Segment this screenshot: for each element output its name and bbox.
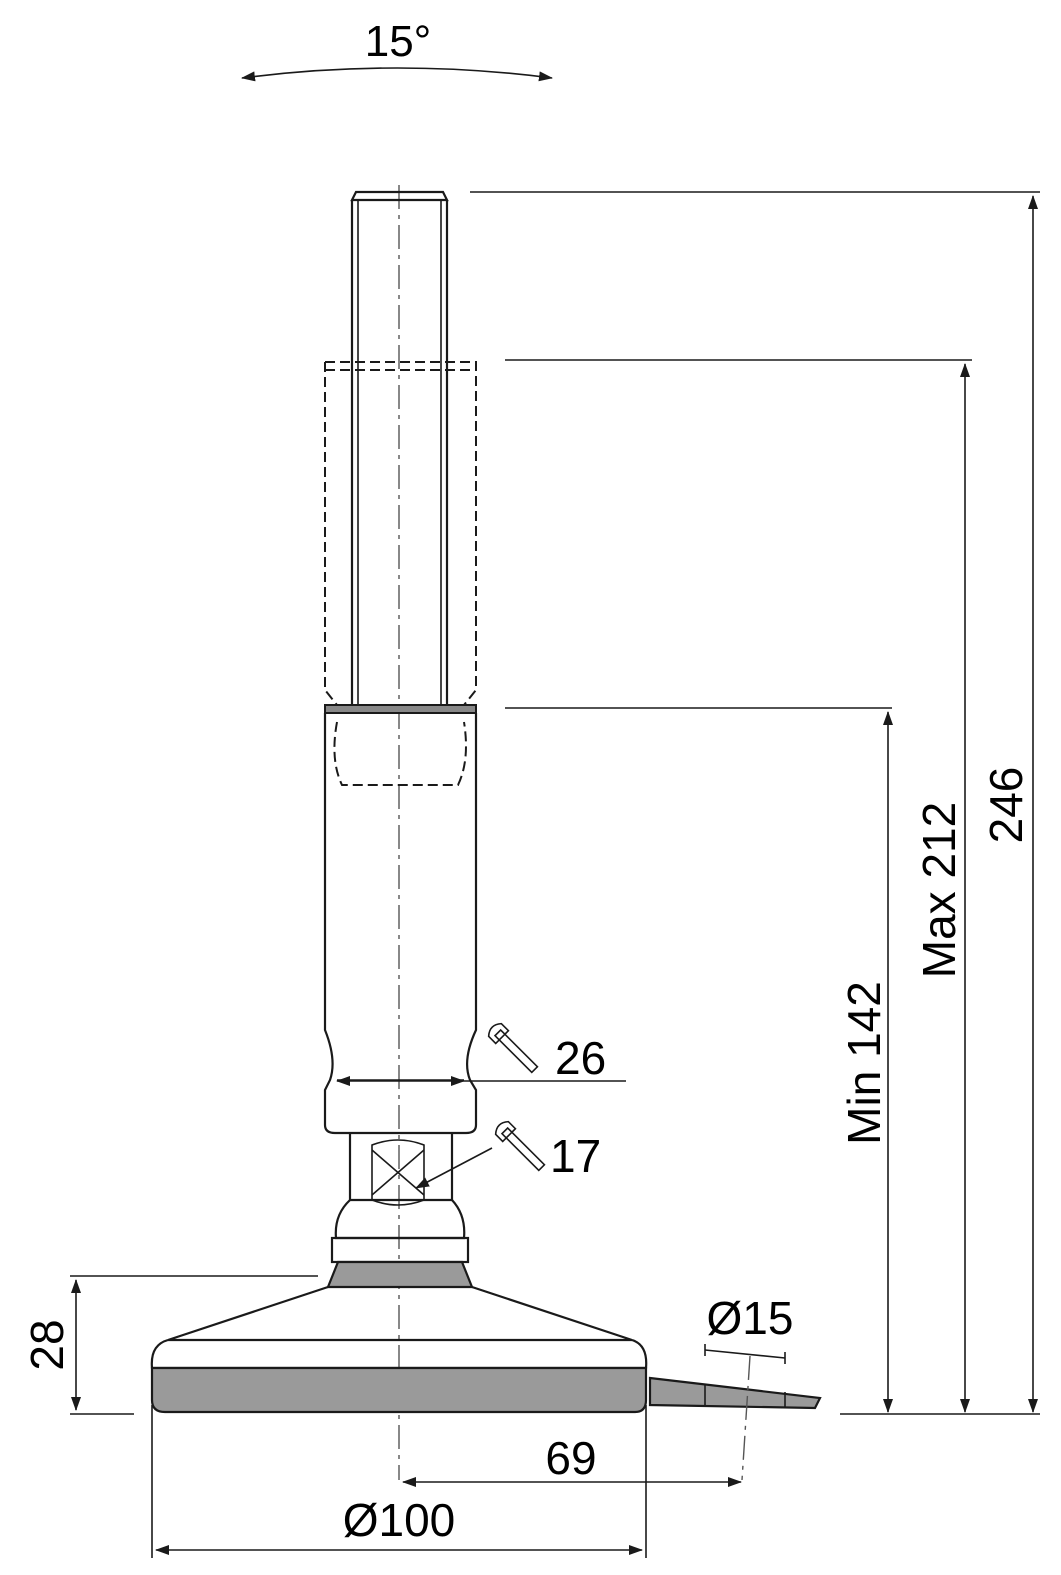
height-dimension-lines: 246 Max 212 Min 142 <box>470 191 1040 1415</box>
tilt-angle-dimension: 15° <box>241 17 553 82</box>
overall-height-label: 246 <box>980 767 1032 844</box>
min-height-label: Min 142 <box>838 981 890 1145</box>
hole-offset-label: 69 <box>545 1432 596 1484</box>
wrench-17-dimension: 17 <box>415 1120 601 1189</box>
ball-joint <box>326 1199 474 1289</box>
wrench-17-label: 17 <box>550 1130 601 1182</box>
wrench-icon <box>494 1120 546 1172</box>
adjustment-sleeve <box>323 704 478 1135</box>
max-height-label: Max 212 <box>913 802 965 978</box>
base-diameter-dimension: Ø100 <box>151 1405 647 1558</box>
leveling-foot-base <box>150 1285 822 1414</box>
wrench-26-dimension: 26 <box>336 1022 626 1086</box>
max-position-outline <box>324 361 477 786</box>
wrench-26-label: 26 <box>555 1032 606 1084</box>
hole-offset-dimension: 69 <box>402 1432 742 1487</box>
hole-diameter-label: Ø15 <box>707 1292 794 1344</box>
hex-nut <box>348 1133 454 1206</box>
threaded-spindle <box>350 190 449 705</box>
tilt-angle-label: 15° <box>365 17 432 66</box>
hole-diameter-dimension: Ø15 <box>704 1292 794 1481</box>
base-height-label: 28 <box>21 1319 73 1370</box>
base-diameter-label: Ø100 <box>343 1494 456 1546</box>
base-height-dimension: 28 <box>21 1275 318 1415</box>
wrench-icon <box>487 1022 539 1074</box>
